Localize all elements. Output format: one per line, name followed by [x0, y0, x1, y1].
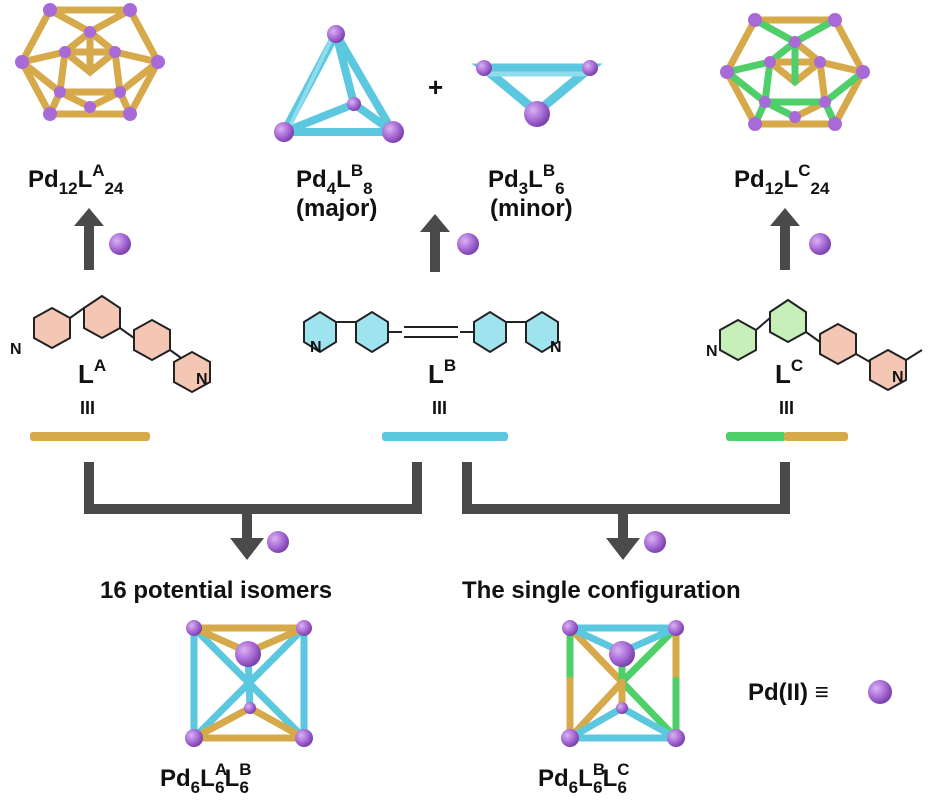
legend-pd-ii: Pd(II) ≡: [748, 679, 829, 706]
pd-sphere-right: [809, 233, 831, 255]
caption-single-config: The single configuration: [462, 577, 741, 604]
bar-lc-orange: [784, 432, 848, 441]
arrow-up-left: [74, 208, 104, 270]
pd-nodes: [720, 13, 870, 131]
label-major: (major): [296, 195, 377, 222]
ligand-lb-structure: N N: [303, 310, 562, 356]
svg-text:N: N: [706, 343, 718, 360]
cage-pd6-la6-lb6: [185, 620, 313, 747]
svg-text:N: N: [310, 339, 322, 356]
formula-pd4-lb8: Pd4LB8: [296, 161, 373, 198]
legend-pd-sphere: [868, 680, 892, 704]
arrow-up-center: [420, 214, 450, 272]
label-lb: LB: [428, 356, 456, 389]
bar-lc-green: [726, 432, 786, 441]
cage-pd12-lc24: [720, 13, 870, 131]
plus-sign: +: [428, 72, 443, 102]
pd-sphere-center: [457, 233, 479, 255]
ligand-la-structure: N N: [10, 294, 211, 394]
formula-pd12-lc24: Pd12LC24: [734, 161, 830, 198]
formula-pd3-lb6: Pd3LB6: [488, 161, 565, 198]
caption-isomers: 16 potential isomers: [100, 577, 332, 604]
bracket-right: [462, 462, 790, 560]
label-la: LA: [78, 356, 106, 389]
ligand-lc-structure: N N: [706, 298, 923, 392]
svg-text:N: N: [892, 369, 904, 386]
equiv-lb: III: [432, 398, 447, 418]
bar-lb: [382, 432, 508, 441]
label-lc: LC: [775, 356, 803, 389]
bracket-left: [84, 462, 422, 560]
cage-pd4-lb8: [274, 25, 404, 143]
svg-text:N: N: [550, 339, 562, 356]
pd-sphere-bottom-right: [644, 531, 666, 553]
equiv-la: III: [80, 398, 95, 418]
cage-pd3-lb6: [471, 60, 603, 127]
svg-text:N: N: [10, 341, 22, 358]
cage-pd12-la24: [15, 3, 165, 121]
equiv-lc: III: [779, 398, 794, 418]
arrow-up-right: [770, 208, 800, 270]
cage-pd6-lb6-lc6: [561, 620, 685, 747]
bar-la: [30, 432, 150, 441]
formula-pd12-la24: Pd12LA24: [28, 161, 124, 198]
label-minor: (minor): [490, 195, 573, 222]
svg-text:N: N: [196, 371, 208, 388]
pd-sphere-left: [109, 233, 131, 255]
pd-nodes: [15, 3, 165, 121]
pd-sphere-bottom-left: [267, 531, 289, 553]
